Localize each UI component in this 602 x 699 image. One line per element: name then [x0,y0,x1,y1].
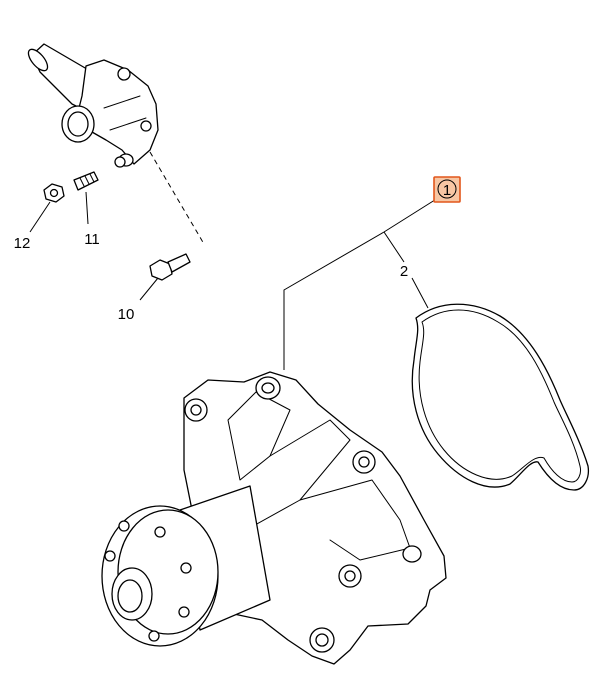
callout-2-label: 2 [400,263,408,280]
stud-part-11 [73,171,99,191]
leader-2 [383,231,429,309]
nut-part-12 [43,183,65,203]
water-pump-part-1 [101,371,447,665]
alignment-dashed-line [149,151,205,245]
leader-12 [29,201,51,233]
leader-10 [139,277,159,301]
leader-1 [283,197,439,370]
fitting [114,153,134,168]
bolt-part-10 [149,253,191,281]
callout-10-label: 10 [118,306,135,323]
water-outlet-housing [27,43,159,165]
callout-1-label: 1 [443,182,451,199]
gasket-part-2 [411,303,590,491]
callout-11-label: 11 [84,231,100,248]
leader-11 [85,191,89,225]
callout-1[interactable]: 1 [433,176,461,203]
callout-12-label: 12 [14,235,31,252]
